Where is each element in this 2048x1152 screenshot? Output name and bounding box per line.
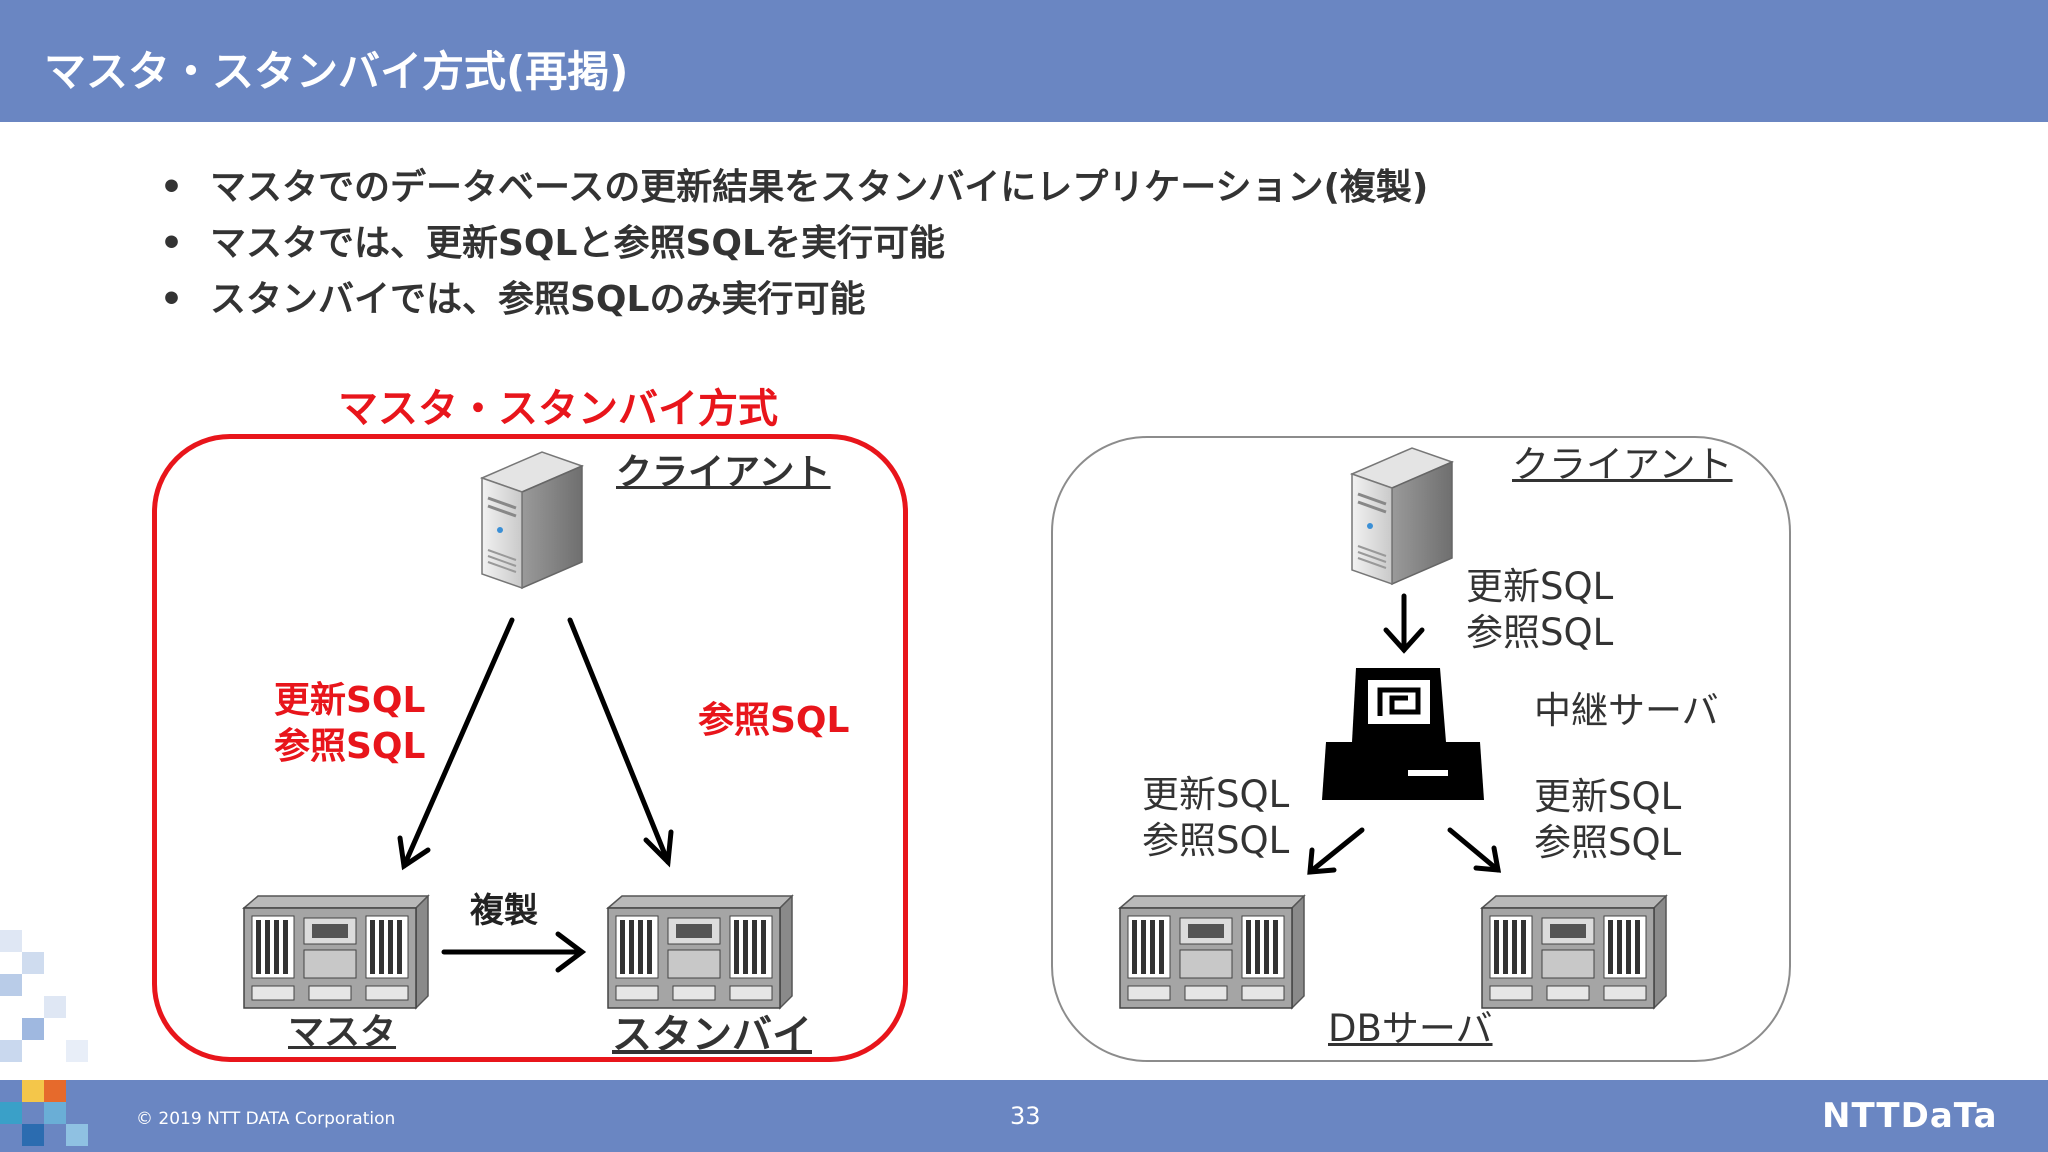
- master-label: マスタ: [288, 1012, 397, 1053]
- client-sql-label-update: 更新SQL: [1466, 565, 1614, 608]
- arrow-head-icon: [397, 835, 431, 871]
- replication-label: 複製: [470, 891, 538, 931]
- relay-server-label: 中継サーバ: [1534, 689, 1719, 732]
- arrow-head-icon: [643, 829, 674, 868]
- bullet-dot-icon: •: [160, 167, 184, 208]
- page-title: マスタ・スタンバイ方式(再掲): [44, 47, 629, 96]
- master-sql-label-select: 参照SQL: [274, 726, 426, 767]
- master-sql-label-update: 更新SQL: [274, 680, 426, 721]
- standby-label: スタンバイ: [612, 1012, 812, 1058]
- db-right-sql-label-update: 更新SQL: [1534, 775, 1682, 818]
- request-arrows: [397, 617, 674, 973]
- standby-sql-label: 参照SQL: [698, 700, 850, 741]
- client-computer-icon: [1350, 446, 1454, 586]
- bullet-text: マスタでのデータベースの更新結果をスタンバイにレプリケーション(複製): [210, 167, 1429, 208]
- decorative-mosaic-icon: [0, 930, 88, 1146]
- arrow-head-icon: [1473, 845, 1502, 873]
- bullet-dot-icon: •: [160, 223, 184, 264]
- client-label: クライアント: [616, 452, 831, 493]
- relay-terminal-icon: [1322, 668, 1484, 800]
- db-left-sql-label-update: 更新SQL: [1142, 773, 1290, 816]
- arrow-to-standby-icon: [567, 617, 671, 865]
- copyright-text: © 2019 NTT DATA Corporation: [136, 1109, 396, 1129]
- db-server-left-icon: [1119, 895, 1305, 1009]
- footer-bar: [0, 1080, 2048, 1152]
- arrow-head-icon: [555, 931, 587, 973]
- bullet-text: マスタでは、更新SQLと参照SQLを実行可能: [210, 223, 945, 264]
- db-right-sql-label-select: 参照SQL: [1534, 821, 1682, 864]
- db-server-label: DBサーバ: [1328, 1007, 1493, 1050]
- db-server-right-icon: [1481, 895, 1667, 1009]
- ntt-data-logo: NTTDaTa: [1822, 1096, 1998, 1136]
- header-bar: マスタ・スタンバイ方式(再掲): [0, 0, 2048, 122]
- bullet-item: • マスタでのデータベースの更新結果をスタンバイにレプリケーション(複製): [160, 160, 1428, 216]
- left-diagram-title: マスタ・スタンバイ方式: [338, 386, 778, 432]
- db-left-sql-label-select: 参照SQL: [1142, 819, 1290, 862]
- arrow-to-db-left-icon: [1307, 827, 1365, 875]
- client-label: クライアント: [1512, 443, 1733, 486]
- master-server-icon: [243, 895, 429, 1009]
- client-computer-icon: [480, 450, 584, 590]
- bullet-list: • マスタでのデータベースの更新結果をスタンバイにレプリケーション(複製) • マス…: [160, 160, 1428, 328]
- bullet-item: • スタンバイでは、参照SQLのみ実行可能: [160, 272, 1428, 328]
- page-number: 33: [1010, 1102, 1041, 1130]
- client-sql-label-select: 参照SQL: [1466, 611, 1614, 654]
- bullet-item: • マスタでは、更新SQLと参照SQLを実行可能: [160, 216, 1428, 272]
- bullet-dot-icon: •: [160, 279, 184, 320]
- standby-server-icon: [607, 895, 793, 1009]
- arrow-head-icon: [1307, 847, 1337, 875]
- relay-arrows: [1307, 593, 1502, 875]
- arrow-to-master-icon: [401, 617, 515, 869]
- bullet-text: スタンバイでは、参照SQLのみ実行可能: [210, 279, 866, 320]
- arrow-head-icon: [1383, 627, 1425, 654]
- arrow-to-db-right-icon: [1447, 827, 1501, 873]
